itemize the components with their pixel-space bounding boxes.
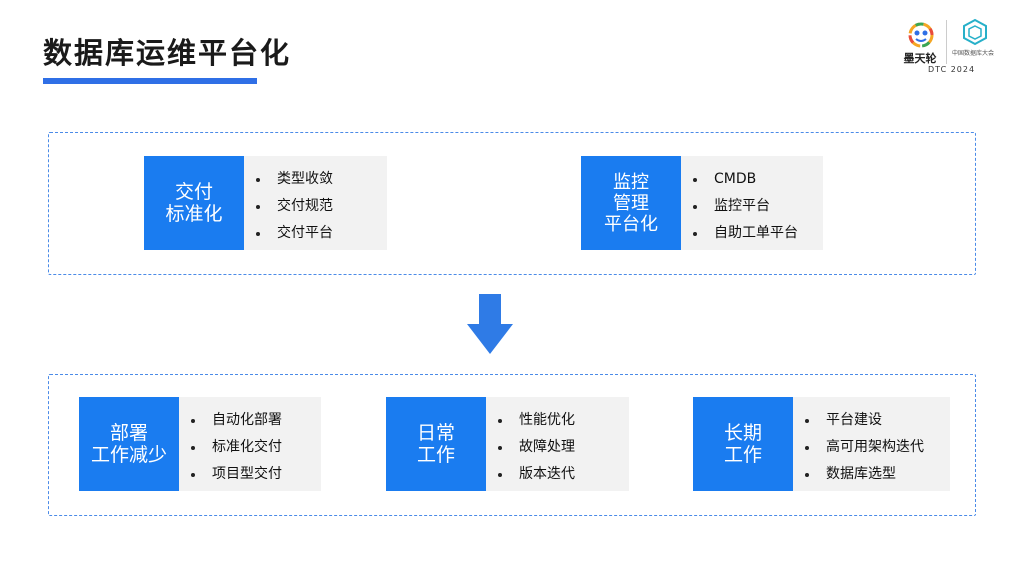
- down-arrow-icon: [467, 294, 513, 360]
- bullet-icon: [256, 231, 260, 236]
- modb-logo-icon: [906, 20, 936, 54]
- bullet-icon: [256, 177, 260, 182]
- card-items: 类型收敛 交付规范 交付平台: [244, 156, 387, 250]
- card-title: 日常 工作: [386, 397, 486, 491]
- card-title: 部署 工作减少: [79, 397, 179, 491]
- card-title-line: 工作: [416, 444, 455, 466]
- card-title-line: 日常: [416, 422, 455, 444]
- card-title-line: 工作减少: [90, 444, 167, 466]
- list-item: 版本迭代: [498, 461, 629, 488]
- list-item: 高可用架构迭代: [805, 434, 950, 461]
- list-item: 自动化部署: [191, 407, 321, 434]
- event-label: DTC 2024: [928, 65, 976, 74]
- card-monitoring-platform: 监控 管理 平台化 CMDB 监控平台 自助工单平台: [581, 156, 823, 250]
- bullet-icon: [805, 418, 809, 423]
- list-item: 监控平台: [693, 193, 823, 220]
- list-item: 性能优化: [498, 407, 629, 434]
- bottom-group-frame: [48, 374, 976, 516]
- card-title-line: 长期: [723, 422, 762, 444]
- list-item: 交付规范: [256, 193, 387, 220]
- bullet-icon: [498, 445, 502, 450]
- bullet-icon: [498, 472, 502, 477]
- card-delivery-standardization: 交付 标准化 类型收敛 交付规范 交付平台: [144, 156, 387, 250]
- dtc-logo-icon: [962, 18, 988, 50]
- top-group-frame: [48, 132, 976, 275]
- logo-separator: [946, 20, 947, 64]
- card-title: 监控 管理 平台化: [581, 156, 681, 250]
- bullet-icon: [805, 445, 809, 450]
- bullet-icon: [693, 177, 697, 182]
- bullet-icon: [191, 418, 195, 423]
- card-items: 平台建设 高可用架构迭代 数据库选型: [793, 397, 950, 491]
- card-items: CMDB 监控平台 自助工单平台: [681, 156, 823, 250]
- list-item: 平台建设: [805, 407, 950, 434]
- card-title-line: 平台化: [604, 213, 658, 235]
- page-title: 数据库运维平台化: [43, 36, 292, 70]
- list-item: 故障处理: [498, 434, 629, 461]
- list-item: 数据库选型: [805, 461, 950, 488]
- card-long-term-work: 长期 工作 平台建设 高可用架构迭代 数据库选型: [693, 397, 950, 491]
- logo-area: 墨天轮 中国数据库大会 DTC 2024: [900, 16, 1010, 78]
- card-title-line: 标准化: [165, 203, 223, 225]
- bullet-icon: [498, 418, 502, 423]
- list-item: 标准化交付: [191, 434, 321, 461]
- card-items: 性能优化 故障处理 版本迭代: [486, 397, 629, 491]
- title-underline: [43, 78, 257, 84]
- card-daily-work: 日常 工作 性能优化 故障处理 版本迭代: [386, 397, 629, 491]
- card-title-line: 部署: [109, 422, 148, 444]
- list-item: 交付平台: [256, 220, 387, 247]
- card-title-line: 监控: [613, 171, 649, 193]
- card-title-line: 工作: [723, 444, 762, 466]
- bullet-icon: [191, 472, 195, 477]
- list-item: 项目型交付: [191, 461, 321, 488]
- list-item: 自助工单平台: [693, 220, 823, 247]
- list-item: 类型收敛: [256, 166, 387, 193]
- dtc-logo-text: 中国数据库大会: [952, 50, 995, 57]
- list-item: CMDB: [693, 166, 823, 193]
- card-deployment-reduction: 部署 工作减少 自动化部署 标准化交付 项目型交付: [79, 397, 321, 491]
- card-title-line: 管理: [613, 192, 649, 214]
- card-items: 自动化部署 标准化交付 项目型交付: [179, 397, 321, 491]
- bullet-icon: [256, 204, 260, 209]
- card-title-line: 交付: [174, 181, 213, 203]
- bullet-icon: [693, 231, 697, 236]
- modb-logo-text: 墨天轮: [903, 52, 937, 65]
- bullet-icon: [191, 445, 195, 450]
- card-title: 交付 标准化: [144, 156, 244, 250]
- bullet-icon: [805, 472, 809, 477]
- card-title: 长期 工作: [693, 397, 793, 491]
- bullet-icon: [693, 204, 697, 209]
